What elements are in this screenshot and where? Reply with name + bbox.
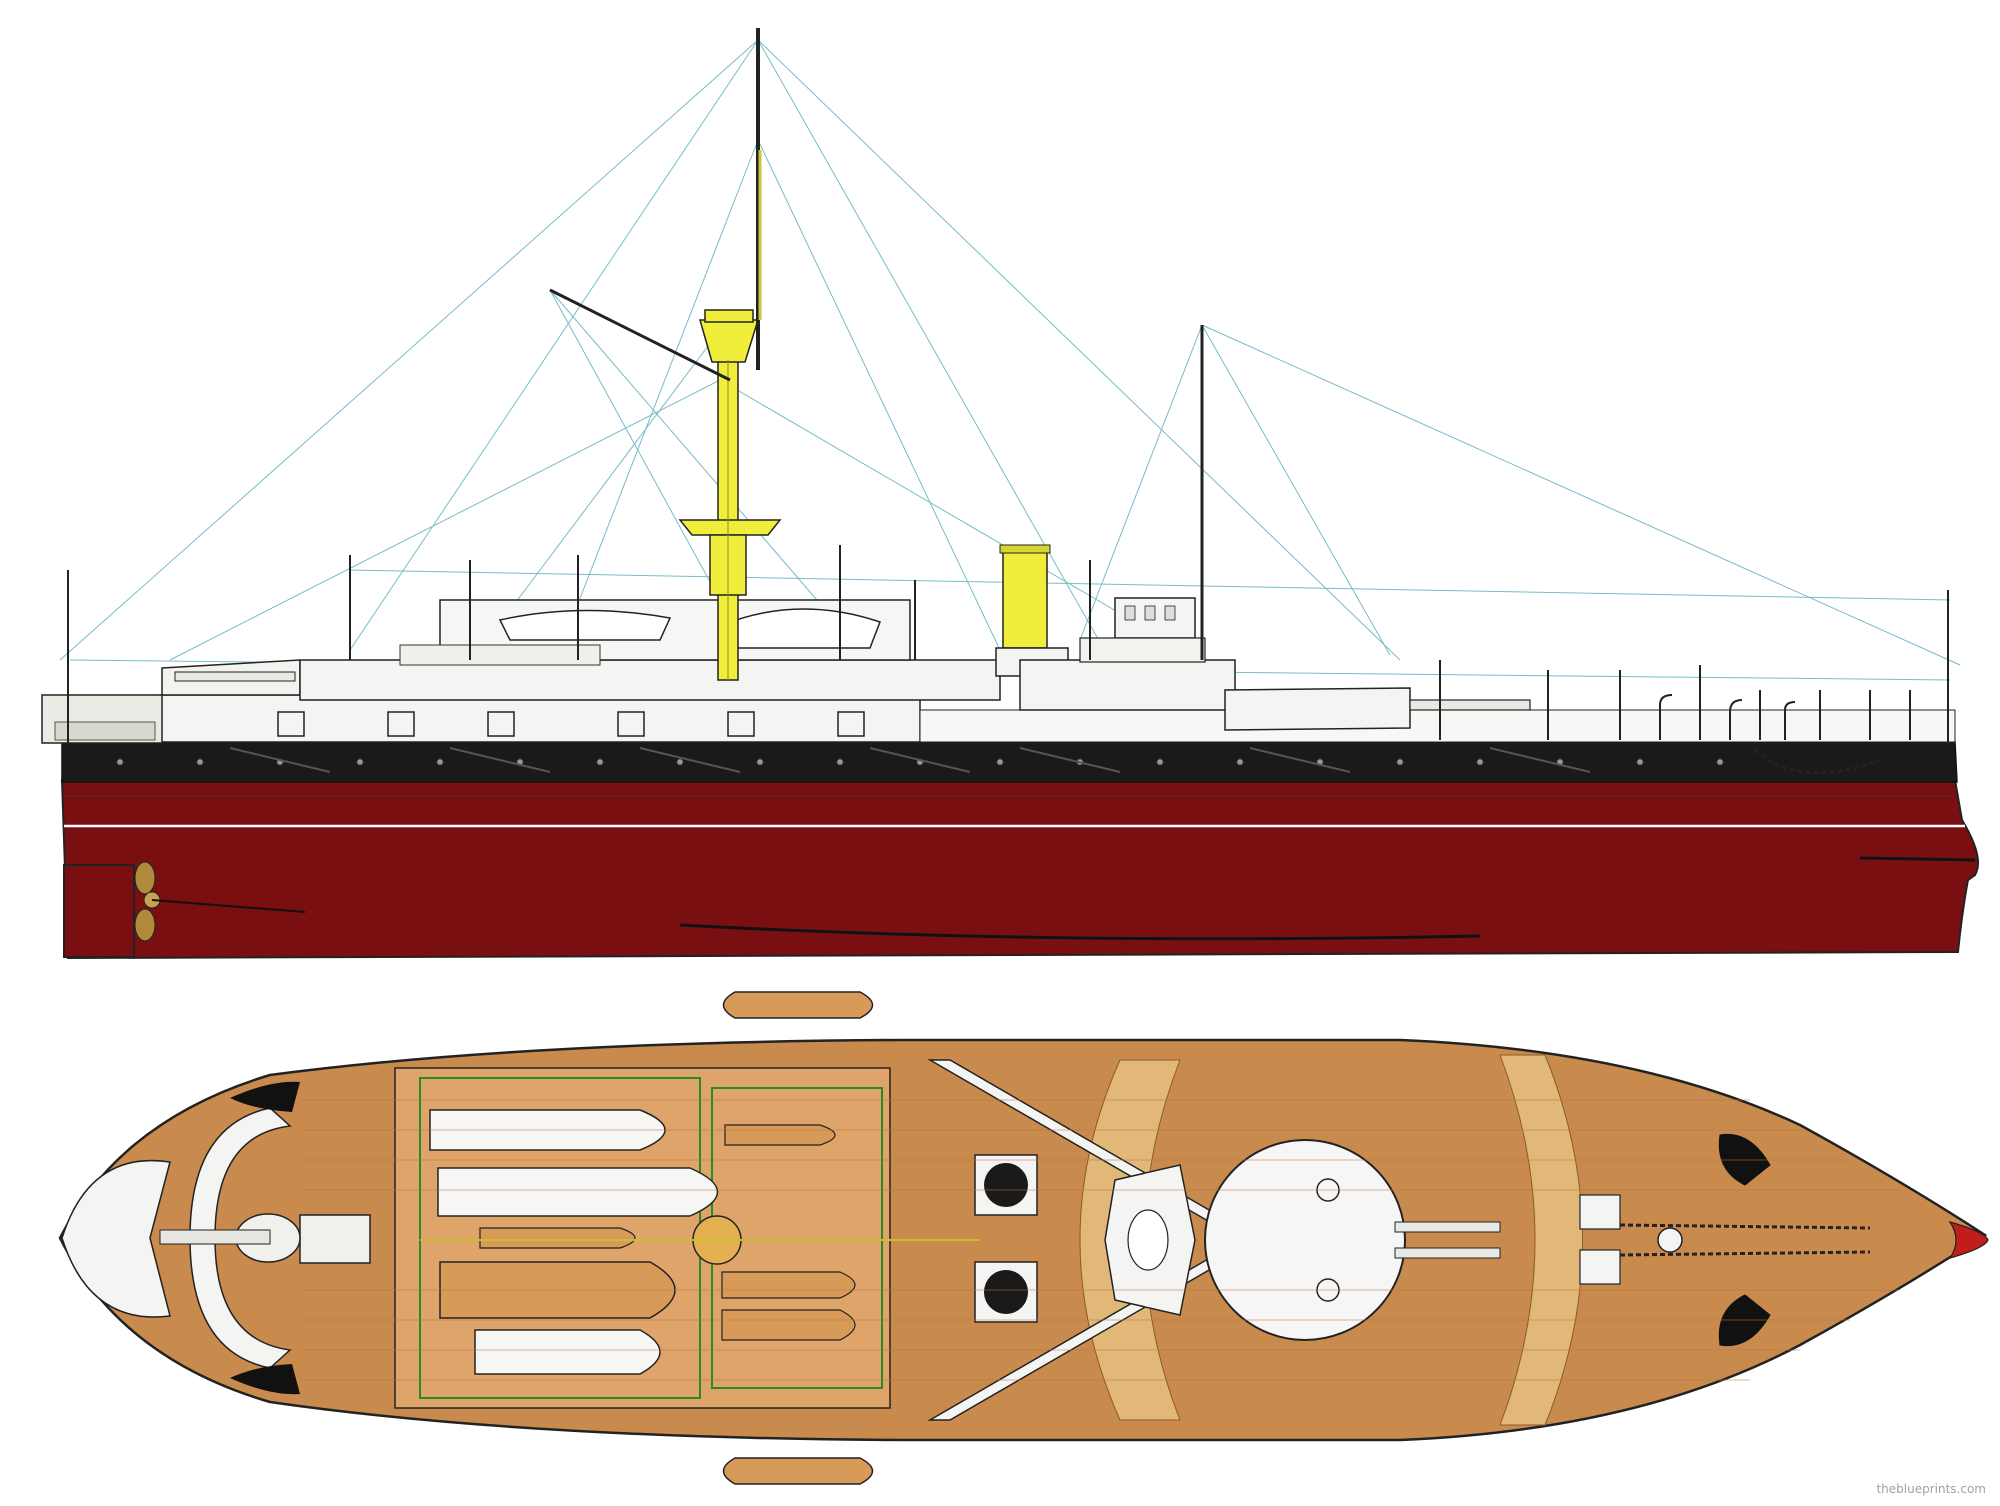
main-turret-plan [1204, 1139, 1406, 1341]
boat-2 [437, 1167, 719, 1217]
bow-tip [1948, 1220, 1989, 1260]
anchor-chains-plan [1619, 1223, 1871, 1257]
aft-gun-house [299, 1214, 371, 1264]
boat-5 [474, 1329, 661, 1375]
side-boat-aft [498, 609, 672, 641]
stern-walk [61, 1159, 171, 1318]
side-hatches [277, 711, 865, 737]
side-boat-mid [724, 608, 881, 649]
hull-armor-belt [61, 741, 1958, 783]
turret-gun-barrels [1394, 1221, 1501, 1233]
stern-quarter-port [230, 1081, 300, 1112]
forward-turret-side [1224, 687, 1411, 731]
watermark-text: theblueprints.com [1876, 1482, 1986, 1496]
net-booms [229, 747, 1591, 773]
boat-7 [721, 1271, 856, 1299]
stern-quarter-starboard [230, 1364, 300, 1395]
rigging-lines [59, 39, 1961, 681]
hull-lower-red [60, 779, 1979, 960]
boat-3 [479, 1227, 636, 1249]
bilge-keel [679, 923, 1481, 941]
boat-6 [724, 1124, 836, 1146]
portholes [116, 758, 1724, 766]
aft-gun-barrels [174, 671, 296, 682]
capstan-housing [1579, 1194, 1621, 1230]
boat-8 [721, 1309, 856, 1341]
military-mast [678, 309, 782, 681]
signal-yard [549, 288, 731, 382]
anchor-chain [1754, 748, 1881, 775]
propeller [134, 861, 306, 942]
capstan [1657, 1227, 1683, 1253]
outboard-boat-starboard [722, 1457, 874, 1485]
forward-gun-barrels [1409, 699, 1531, 711]
top-plan-view [58, 991, 1989, 1485]
side-elevation-view [41, 28, 1979, 960]
citadel-superstructure [299, 659, 1001, 701]
outboard-boat-port [722, 991, 874, 1019]
deck-fittings [349, 545, 1911, 740]
funnel [1002, 547, 1048, 649]
forward-superstructure [1019, 659, 1236, 711]
main-deck-side [159, 694, 921, 743]
rudder [63, 864, 135, 958]
deck-planking [300, 1099, 1900, 1381]
